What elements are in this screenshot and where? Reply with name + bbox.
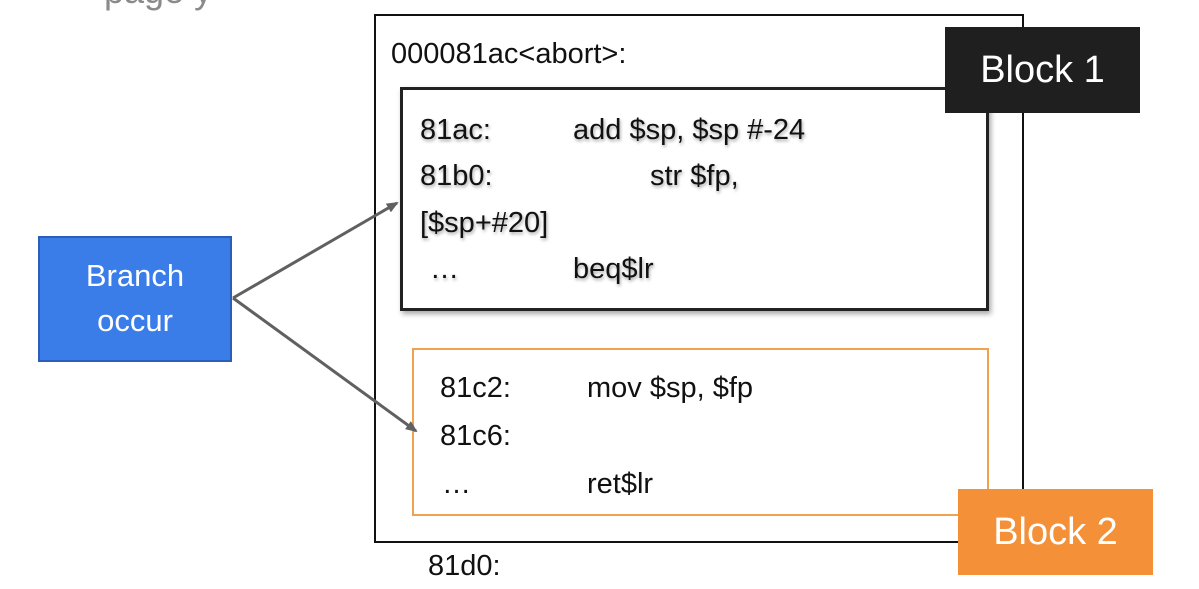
block2-box — [412, 348, 989, 516]
branch-node-line1: Branch — [85, 258, 185, 294]
block1-addr-3: [$sp+#20] — [420, 207, 549, 239]
trailing-address: 81d0: — [428, 550, 501, 582]
arrow-to-block1 — [232, 201, 399, 300]
branch-node: Branch occur — [38, 236, 232, 362]
block1-addr-2: 81b0: — [420, 160, 493, 192]
block2-tag: Block 2 — [958, 489, 1153, 575]
block2-instr-1: mov $sp, $fp — [587, 372, 754, 404]
title-fragment: page y — [104, 0, 212, 12]
function-label: 000081ac<abort>: — [391, 38, 627, 70]
block1-instr-1: add $sp, $sp #-24 — [573, 114, 806, 146]
branch-node-line2: occur — [97, 303, 173, 338]
block2-addr-2: 81c6: — [440, 420, 511, 452]
block2-addr-1: 81c2: — [440, 372, 511, 404]
block1-instr-4: beq$lr — [573, 253, 654, 285]
block1-box — [400, 87, 989, 311]
block2-instr-3: ret$lr — [587, 468, 654, 500]
block2-addr-3: … — [442, 468, 471, 500]
block1-instr-2: str $fp, — [650, 160, 739, 192]
block1-tag: Block 1 — [945, 27, 1140, 113]
block1-addr-4: … — [430, 253, 459, 285]
block1-addr-1: 81ac: — [420, 114, 491, 146]
